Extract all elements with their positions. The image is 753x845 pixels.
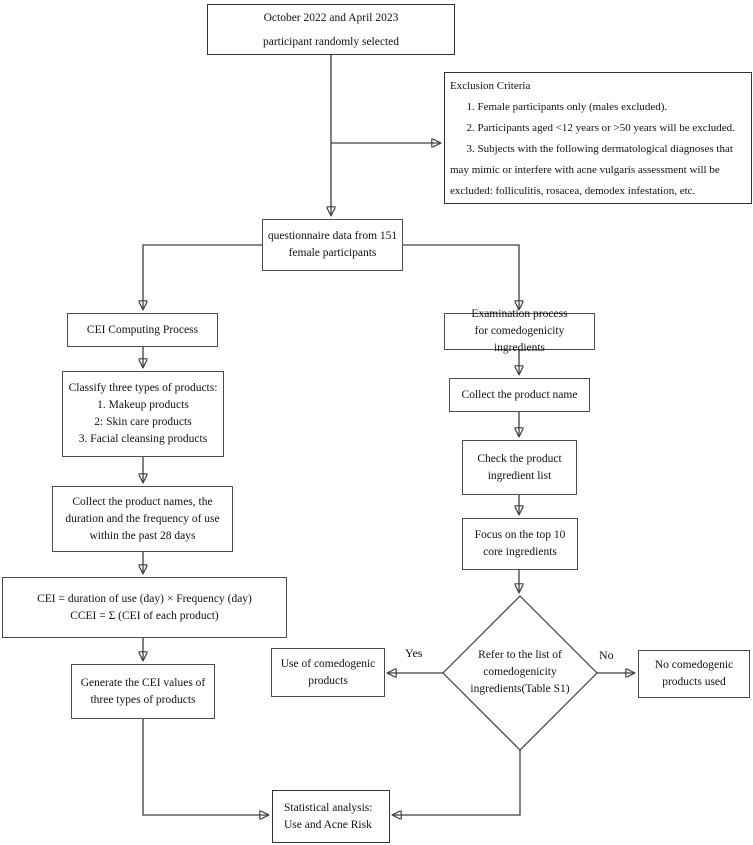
node-collect-product-names: Collect the product names, the duration … bbox=[52, 486, 233, 552]
node-participant-selection: October 2022 and April 2023 participant … bbox=[207, 4, 455, 55]
node-check-ingredient-list: Check the product ingredient list bbox=[462, 440, 577, 495]
edge-label-yes: Yes bbox=[405, 646, 423, 660]
edge-questionnaire-to-cei bbox=[143, 244, 262, 309]
decision-diamond bbox=[442, 595, 598, 751]
node-decision-refer-list: Refer to the list of comedogenicity ingr… bbox=[470, 649, 570, 695]
node-collect-product-name: Collect the product name bbox=[449, 378, 590, 412]
node-cei-formula: CEI = duration of use (day) × Frequency … bbox=[2, 577, 287, 638]
edge-label-no: No bbox=[599, 648, 614, 662]
node-classify-products: Classify three types of products: 1. Mak… bbox=[62, 371, 224, 457]
edge-decision-to-statistical bbox=[393, 750, 521, 815]
node-statistical-analysis: Statistical analysis: Use and Acne Risk bbox=[272, 790, 390, 843]
node-no-comedogenic: No comedogenic products used bbox=[638, 650, 750, 698]
node-focus-core-ingredients: Focus on the top 10 core ingredients bbox=[462, 518, 578, 570]
edge-questionnaire-to-examination bbox=[403, 244, 519, 309]
node-questionnaire-data: questionnaire data from 151 female parti… bbox=[262, 219, 403, 271]
node-exclusion-criteria: Exclusion Criteria 1. Female participant… bbox=[444, 72, 752, 204]
node-cei-computing-process: CEI Computing Process bbox=[67, 313, 218, 347]
edge-generate-to-statistical bbox=[142, 719, 268, 815]
node-examination-process: Examination process for comedogenicity i… bbox=[444, 308, 595, 354]
node-use-comedogenic: Use of comedogenic products bbox=[271, 648, 385, 697]
node-generate-cei-values: Generate the CEI values of three types o… bbox=[71, 664, 215, 719]
